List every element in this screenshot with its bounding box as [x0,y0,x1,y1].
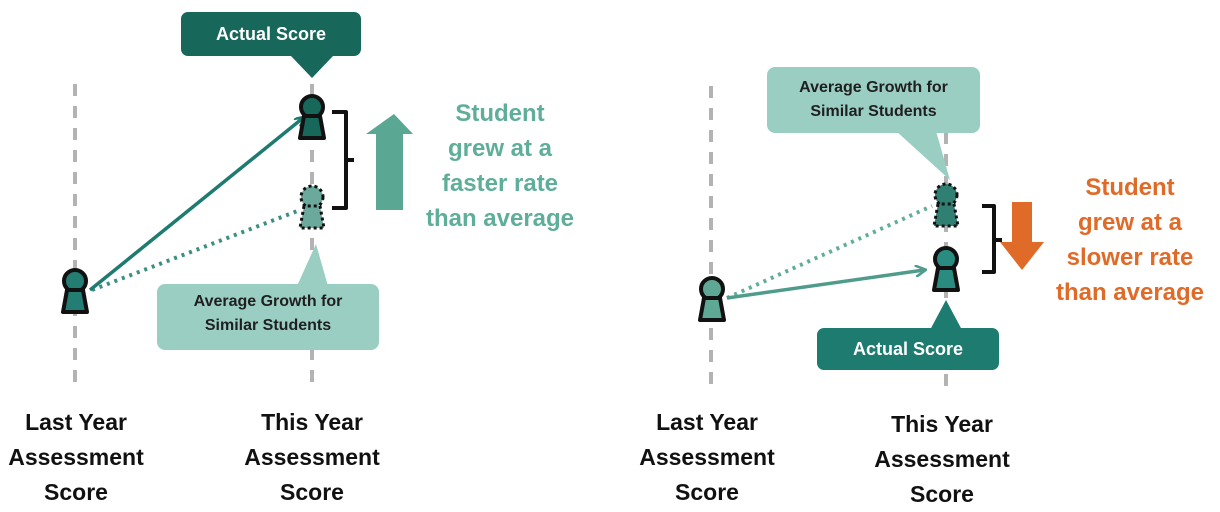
this-year-axis-label: This Year Assessment Score [212,405,412,510]
actual-score-label: Actual Score [215,24,327,44]
outcome-line: grew at a [1077,209,1183,236]
faster-outcome-text: Student grew at a faster rate than avera… [410,96,590,236]
panel-faster [61,12,413,392]
student-icon [61,268,89,314]
this-year-axis-label: This Year Assessment Score [842,407,1042,512]
actual-growth-arrow [88,118,303,292]
outcome-line: faster rate [441,170,559,197]
average-growth-callout [157,244,379,350]
axis-label-line: Assessment [244,444,380,470]
actual-score-label: Actual Score [852,339,964,359]
axis-label-line: This Year [891,411,993,437]
average-growth-label: Average Growth for Similar Students [157,290,379,338]
down-arrow-icon [1000,202,1044,270]
average-growth-line [726,204,933,300]
average-growth-label-line2: Similar Students [810,103,937,120]
axis-label-line: Score [675,479,739,505]
student-icon [932,246,960,292]
last-year-axis-label: Last Year Assessment Score [0,405,176,510]
outcome-line: slower rate [1066,244,1194,271]
axis-label-line: Score [910,481,974,507]
outcome-line: than average [425,205,575,232]
average-growth-label: Average Growth for Similar Students [767,76,980,124]
axis-label-line: Score [44,479,108,505]
bracket-icon [982,204,1002,274]
student-icon [298,94,326,140]
outcome-line: grew at a [447,135,553,162]
student-icon [698,276,726,322]
axis-label-line: Assessment [639,444,775,470]
panel-slower [698,67,1044,392]
student-icon [298,184,326,230]
axis-label-line: Assessment [8,444,144,470]
actual-growth-arrow [726,270,924,300]
actual-score-callout [181,12,361,78]
up-arrow-icon [366,114,413,210]
axis-label-line: Score [280,479,344,505]
outcome-line: than average [1055,279,1205,306]
axis-label-line: This Year [261,409,363,435]
outcome-line: Student [455,100,545,127]
average-growth-label-line2: Similar Students [204,317,332,334]
slower-outcome-text: Student grew at a slower rate than avera… [1040,170,1220,310]
average-growth-label-line1: Average Growth for [193,293,343,310]
actual-score-callout [817,300,999,370]
axis-label-line: Last Year [25,409,127,435]
average-growth-label-line1: Average Growth for [799,79,948,96]
axis-label-line: Last Year [656,409,758,435]
outcome-line: Student [1085,174,1175,201]
axis-label-line: Assessment [874,446,1010,472]
bracket-icon [332,110,354,210]
average-growth-callout [767,67,980,180]
student-icon [932,182,960,228]
average-growth-line [91,208,301,292]
last-year-axis-label: Last Year Assessment Score [607,405,807,510]
